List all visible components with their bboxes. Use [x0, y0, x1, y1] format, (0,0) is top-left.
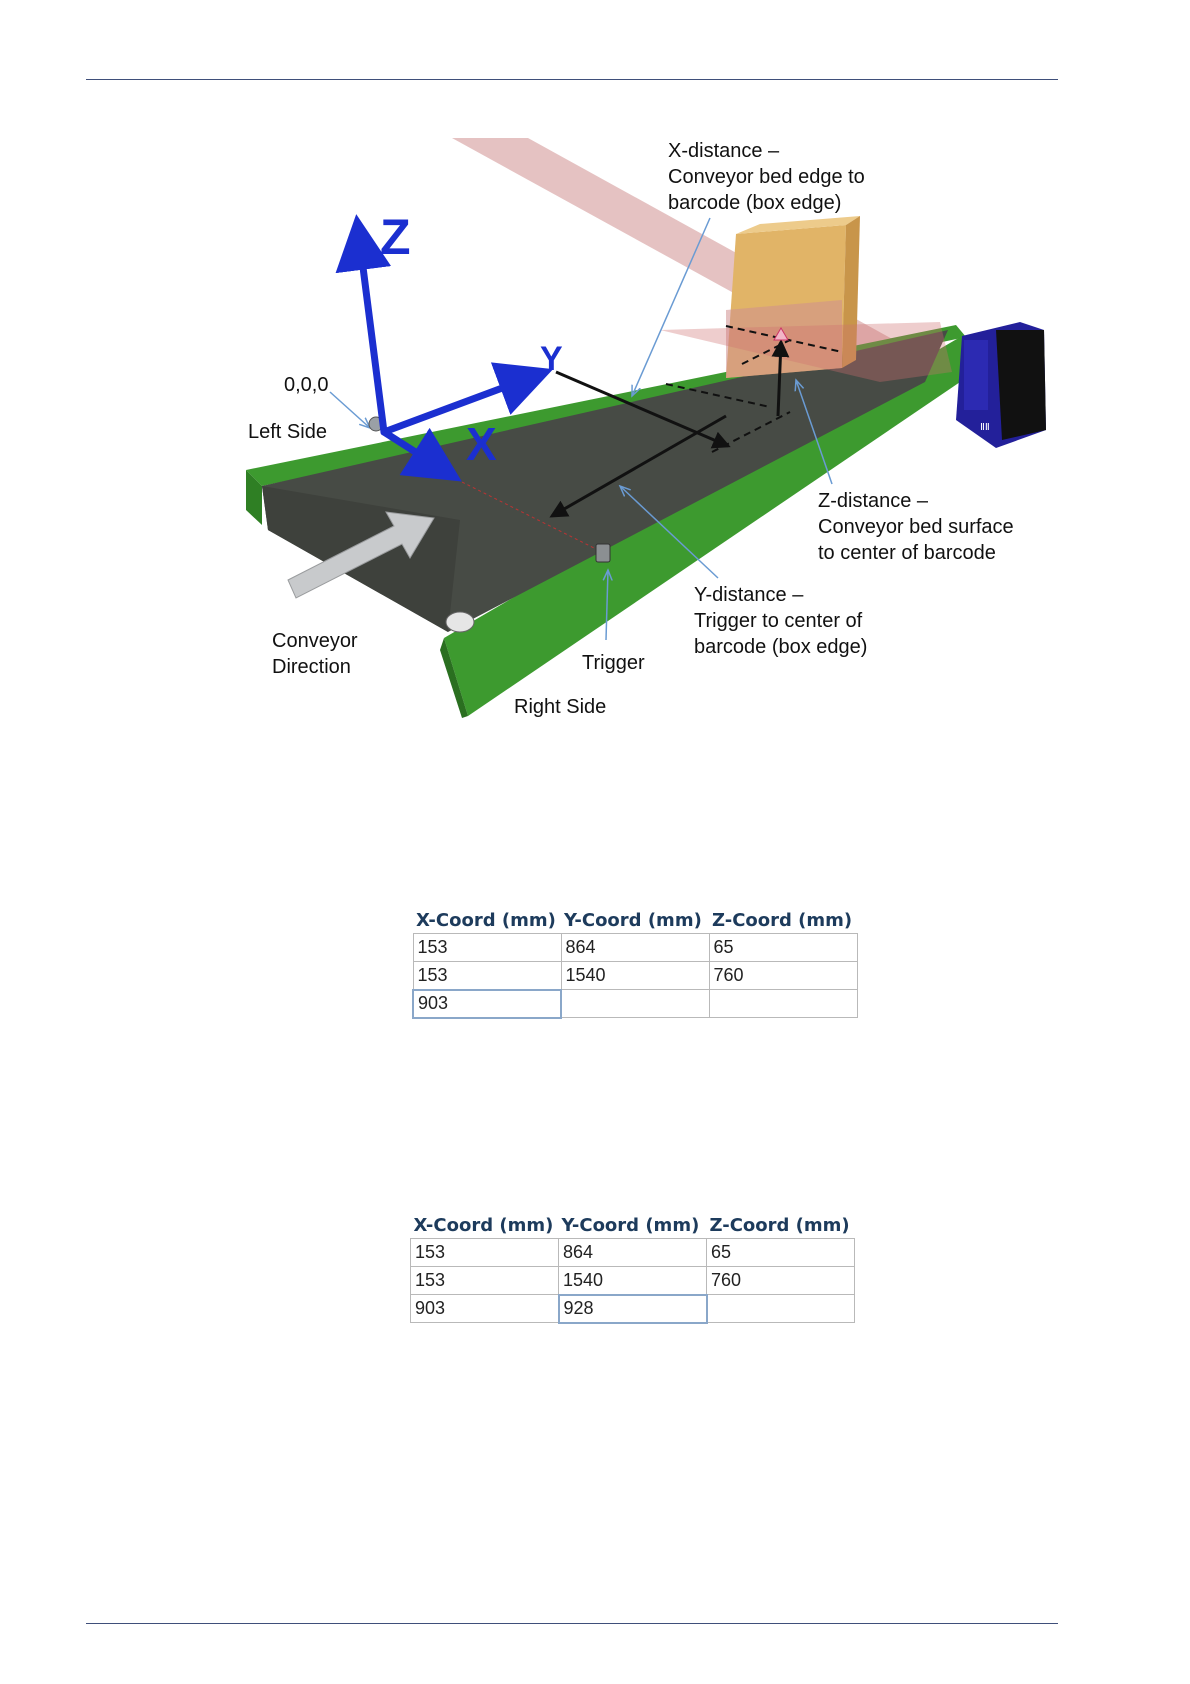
conveyor-direction-arrow — [287, 511, 435, 599]
column-header-x: X-Coord (mm) — [413, 1215, 554, 1236]
column-header-y: Y-Coord (mm) — [564, 910, 702, 931]
column-header-z: Z-Coord (mm) — [709, 1215, 850, 1236]
header-rule — [86, 79, 1058, 80]
table-row: 153 1540 760 — [412, 961, 858, 990]
x-distance-label: X-distance – Conveyor bed edge to barcod… — [668, 140, 865, 214]
y-axis — [380, 362, 554, 436]
y-coord-field[interactable]: 1540 — [560, 961, 710, 990]
conveyor-frame-right-rail-end — [440, 638, 468, 718]
conveyor-direction-label: Conveyor Direction — [272, 630, 358, 678]
conveyor-coordinate-diagram: ⅡⅡ Z Y X — [246, 138, 1046, 718]
z-coord-field[interactable] — [706, 1294, 855, 1323]
barcode-target — [773, 327, 789, 341]
conveyor-frame-right-rail — [444, 336, 966, 716]
z-coord-field[interactable]: 65 — [708, 933, 858, 962]
left-side-label: Left Side — [248, 421, 327, 443]
z-distance-arrow — [771, 339, 790, 417]
footer-rule — [86, 1623, 1058, 1624]
scan-beam-front — [660, 322, 952, 382]
x-coord-field[interactable]: 153 — [412, 961, 562, 990]
column-header-y: Y-Coord (mm) — [561, 1215, 700, 1236]
y-distance-label: Y-distance – Trigger to center of barcod… — [694, 584, 868, 658]
x-coord-field[interactable]: 153 — [410, 1266, 559, 1295]
table-row: 153 1540 760 — [410, 1266, 855, 1295]
x-axis — [380, 427, 462, 482]
table-row: 153 864 65 — [412, 933, 858, 962]
y-distance-arrow — [549, 414, 727, 518]
column-header-x: X-Coord (mm) — [416, 910, 556, 931]
table-header-row: X-Coord (mm) Y-Coord (mm) Z-Coord (mm) — [411, 1215, 855, 1239]
x-coord-field[interactable]: 903 — [412, 988, 562, 1019]
trigger-sensor — [595, 543, 611, 563]
x-coord-field[interactable]: 153 — [410, 1238, 559, 1267]
svg-text:ⅡⅡ: ⅡⅡ — [980, 422, 990, 433]
table-row: 903 928 — [410, 1293, 855, 1324]
y-coord-field[interactable] — [560, 989, 710, 1018]
y-coord-field[interactable]: 864 — [560, 933, 710, 962]
coordinates-table-2: X-Coord (mm) Y-Coord (mm) Z-Coord (mm) 1… — [410, 1215, 855, 1324]
origin-label: 0,0,0 — [284, 374, 329, 396]
trigger-label: Trigger — [582, 652, 645, 674]
measurement-arrows — [549, 339, 790, 518]
x-coord-field[interactable]: 153 — [412, 933, 562, 962]
belt-roller — [445, 611, 475, 633]
x-axis-label: X — [466, 418, 497, 470]
table-row: 903 — [412, 988, 858, 1019]
axes — [335, 214, 554, 482]
z-coord-field[interactable]: 760 — [708, 961, 858, 990]
table-row: 153 864 65 — [410, 1238, 855, 1267]
table-header-row: X-Coord (mm) Y-Coord (mm) Z-Coord (mm) — [413, 910, 857, 934]
x-distance-arrow — [555, 370, 731, 449]
trigger-line — [445, 473, 611, 557]
column-header-z: Z-Coord (mm) — [712, 910, 853, 931]
coordinates-table-1: X-Coord (mm) Y-Coord (mm) Z-Coord (mm) 1… — [412, 910, 858, 1019]
z-coord-field[interactable] — [708, 989, 858, 1018]
y-coord-field[interactable]: 1540 — [558, 1266, 707, 1295]
box — [726, 216, 860, 378]
y-coord-field[interactable]: 864 — [558, 1238, 707, 1267]
x-coord-field[interactable]: 903 — [410, 1294, 559, 1323]
z-coord-field[interactable]: 760 — [706, 1266, 855, 1295]
leader-lines — [329, 217, 833, 641]
y-axis-label: Y — [540, 340, 563, 378]
z-axis-label: Z — [380, 209, 411, 265]
conveyor-frame-front — [246, 470, 262, 525]
scanner: ⅡⅡ — [956, 322, 1046, 448]
right-side-label: Right Side — [514, 696, 607, 718]
y-coord-field[interactable]: 928 — [557, 1293, 708, 1324]
z-axis — [335, 214, 392, 436]
z-coord-field[interactable]: 65 — [706, 1238, 855, 1267]
z-distance-label: Z-distance – Conveyor bed surface to cen… — [818, 490, 1014, 564]
